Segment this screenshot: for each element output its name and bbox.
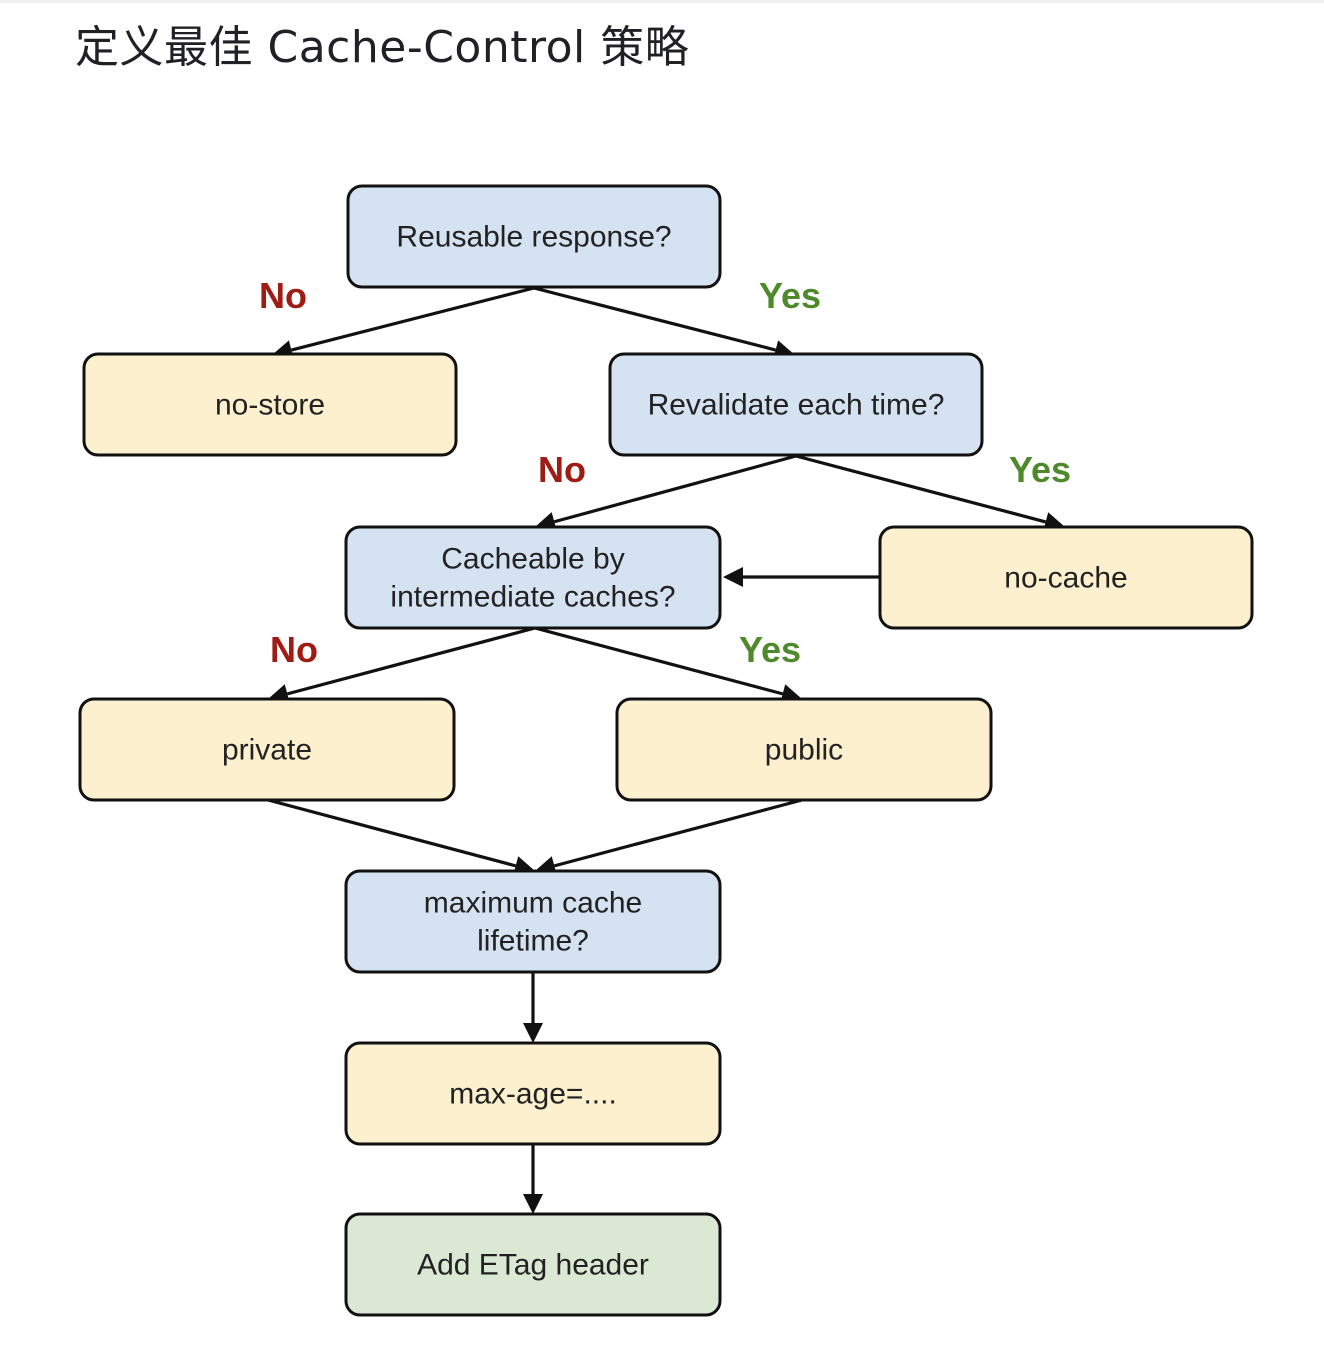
- node-label-max-lifetime: maximum cache: [424, 887, 642, 920]
- edge-cacheable-to-private: [286, 626, 536, 696]
- node-box-no-store: [82, 352, 458, 457]
- branch-label-yes: Yes: [739, 629, 801, 670]
- edge-cacheable-to-public: [534, 626, 784, 696]
- top-divider: [0, 0, 1324, 3]
- arrowhead-max-age: [523, 1023, 543, 1043]
- branch-label-yes: Yes: [759, 275, 821, 316]
- arrowhead-cacheable: [723, 567, 743, 587]
- edge-revalidate-to-no-cache: [795, 454, 1047, 524]
- node-private: private: [78, 697, 456, 802]
- node-label-etag: Add ETag header: [417, 1249, 649, 1282]
- arrowhead-etag: [523, 1194, 543, 1214]
- node-no-cache: no-cache: [878, 525, 1254, 630]
- branch-label-no: No: [538, 449, 586, 490]
- node-label-cacheable: intermediate caches?: [390, 581, 675, 614]
- node-label-no-store: no-store: [215, 389, 325, 422]
- edge-reusable-to-revalidate: [533, 286, 777, 352]
- branch-label-no: No: [270, 629, 318, 670]
- edge-reusable-to-no-store: [290, 286, 535, 352]
- page-title: 定义最佳 Cache-Control 策略: [75, 22, 690, 73]
- edge-public-to-max-lifetime: [553, 798, 803, 868]
- node-no-store: no-store: [82, 352, 458, 457]
- node-max-lifetime: maximum cache lifetime?: [344, 869, 722, 974]
- node-box-max-age: [344, 1041, 722, 1146]
- node-public: public: [615, 697, 993, 802]
- branch-label-yes: Yes: [1009, 449, 1071, 490]
- node-box-private: [78, 697, 456, 802]
- node-label-max-age: max-age=....: [449, 1078, 617, 1111]
- node-label-revalidate: Revalidate each time?: [648, 389, 945, 422]
- node-label-no-cache: no-cache: [1004, 562, 1127, 595]
- node-etag: Add ETag header: [344, 1212, 722, 1317]
- node-box-max-lifetime: [344, 869, 722, 974]
- branch-label-no: No: [259, 275, 307, 316]
- node-box-public: [615, 697, 993, 802]
- node-box-cacheable: [344, 525, 722, 630]
- node-label-reusable: Reusable response?: [396, 221, 671, 254]
- node-cacheable: Cacheable by intermediate caches?: [344, 525, 722, 630]
- edge-private-to-max-lifetime: [267, 798, 517, 868]
- node-label-max-lifetime: lifetime?: [477, 925, 589, 958]
- node-max-age: max-age=....: [344, 1041, 722, 1146]
- node-box-no-cache: [878, 525, 1254, 630]
- nodes-layer: Reusable response? no-store Revalidate eac…: [78, 184, 1254, 1317]
- node-box-revalidate: [608, 352, 984, 457]
- node-label-public: public: [765, 734, 843, 767]
- node-box-etag: [344, 1212, 722, 1317]
- node-revalidate: Revalidate each time?: [608, 352, 984, 457]
- node-label-cacheable: Cacheable by: [441, 543, 624, 576]
- node-reusable: Reusable response?: [346, 184, 722, 289]
- edge-revalidate-to-cacheable: [553, 454, 797, 524]
- node-box-reusable: [346, 184, 722, 289]
- node-label-private: private: [222, 734, 312, 767]
